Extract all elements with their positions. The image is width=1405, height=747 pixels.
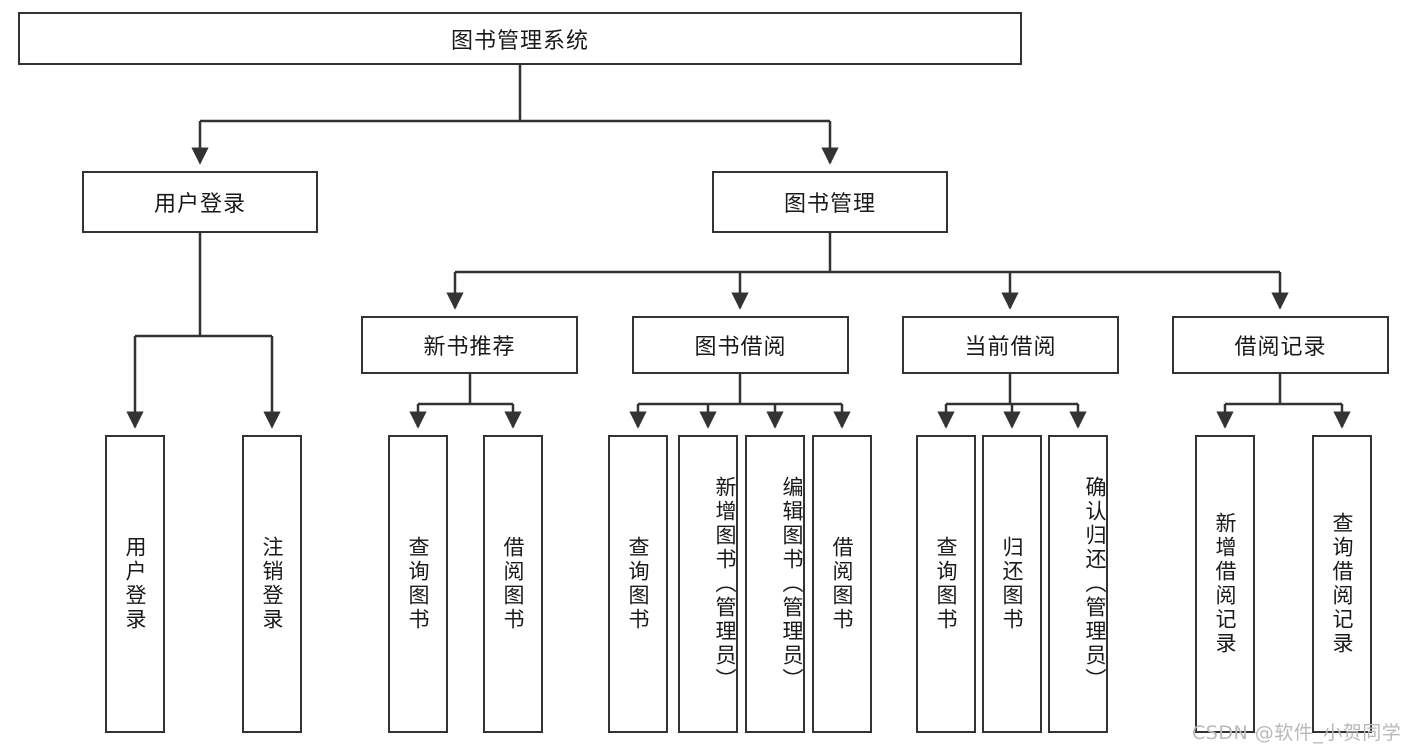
node-user-login[interactable]: 用户登录 bbox=[82, 171, 318, 233]
node-current-borrow[interactable]: 当前借阅 bbox=[902, 316, 1119, 374]
leaf-add-borrow-record[interactable]: 新增借阅记录 bbox=[1195, 435, 1255, 733]
leaf-user-login-label: 用户登录 bbox=[123, 536, 148, 632]
leaf-logout-label: 注销登录 bbox=[260, 536, 285, 632]
leaf-borrow-book-label: 借阅图书 bbox=[830, 536, 855, 632]
leaf-logout[interactable]: 注销登录 bbox=[242, 435, 302, 733]
leaf-confirm-return-admin[interactable]: 确认归还（管理员） bbox=[1048, 435, 1108, 733]
leaf-query-borrow-record[interactable]: 查询借阅记录 bbox=[1312, 435, 1372, 733]
node-book-borrow[interactable]: 图书借阅 bbox=[632, 316, 849, 374]
node-book-borrow-label: 图书借阅 bbox=[694, 335, 787, 360]
leaf-borrow-book-new-label: 借阅图书 bbox=[501, 536, 526, 632]
leaf-borrow-book[interactable]: 借阅图书 bbox=[812, 435, 872, 733]
leaf-query-book-current[interactable]: 查询图书 bbox=[916, 435, 976, 733]
watermark: CSDN @软件_小贺同学 bbox=[1192, 718, 1401, 745]
leaf-query-borrow-record-label: 查询借阅记录 bbox=[1330, 512, 1355, 656]
node-root[interactable]: 图书管理系统 bbox=[18, 12, 1022, 65]
leaf-query-book-new[interactable]: 查询图书 bbox=[388, 435, 448, 733]
leaf-return-book[interactable]: 归还图书 bbox=[982, 435, 1042, 733]
node-borrow-records-label: 借阅记录 bbox=[1234, 335, 1327, 360]
node-root-label: 图书管理系统 bbox=[450, 28, 589, 54]
leaf-edit-book-admin-label: 编辑图书（管理员） bbox=[780, 476, 804, 692]
node-borrow-records[interactable]: 借阅记录 bbox=[1172, 316, 1389, 374]
watermark-text: CSDN @软件_小贺同学 bbox=[1192, 722, 1402, 744]
leaf-query-book-label: 查询图书 bbox=[626, 536, 651, 632]
node-book-management[interactable]: 图书管理 bbox=[712, 171, 948, 233]
leaf-confirm-return-admin-label: 确认归还（管理员） bbox=[1083, 476, 1107, 692]
node-new-book-recommend-label: 新书推荐 bbox=[423, 335, 516, 360]
leaf-add-book-admin[interactable]: 新增图书（管理员） bbox=[678, 435, 738, 733]
leaf-user-login[interactable]: 用户登录 bbox=[105, 435, 165, 733]
leaf-query-book[interactable]: 查询图书 bbox=[608, 435, 668, 733]
node-user-login-label: 用户登录 bbox=[153, 192, 246, 217]
leaf-borrow-book-new[interactable]: 借阅图书 bbox=[483, 435, 543, 733]
node-new-book-recommend[interactable]: 新书推荐 bbox=[361, 316, 578, 374]
leaf-query-book-new-label: 查询图书 bbox=[406, 536, 431, 632]
leaf-add-borrow-record-label: 新增借阅记录 bbox=[1213, 512, 1238, 656]
leaf-edit-book-admin[interactable]: 编辑图书（管理员） bbox=[745, 435, 805, 733]
node-book-management-label: 图书管理 bbox=[783, 192, 876, 217]
leaf-add-book-admin-label: 新增图书（管理员） bbox=[713, 476, 737, 692]
node-current-borrow-label: 当前借阅 bbox=[964, 335, 1057, 360]
leaf-query-book-current-label: 查询图书 bbox=[934, 536, 959, 632]
leaf-return-book-label: 归还图书 bbox=[1000, 536, 1025, 632]
